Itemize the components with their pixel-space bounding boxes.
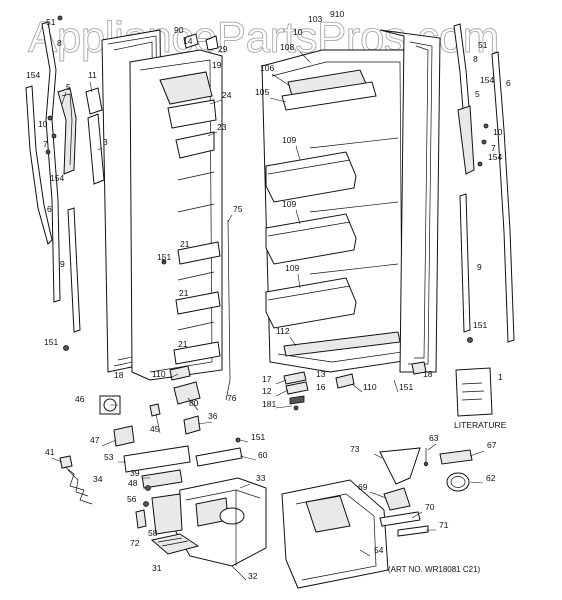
part-callout-c-7b: 7 [491, 143, 496, 153]
part-callout-c-1: 1 [498, 372, 503, 382]
part-callout-c-76: 76 [227, 393, 237, 403]
part-callout-c-151a: 151 [44, 337, 58, 347]
part-callout-c-41: 41 [45, 447, 55, 457]
left-door-trim-strips [25, 15, 105, 351]
part-callout-c-112: 112 [276, 326, 290, 336]
part-callout-c-17: 17 [262, 374, 272, 384]
part-callout-c-67: 67 [487, 440, 497, 450]
part-callout-c-45: 45 [150, 424, 160, 434]
part-callout-c-108: 108 [280, 42, 294, 52]
part-callout-c-5a: 5 [66, 82, 71, 92]
part-callout-c-13: 13 [316, 369, 326, 379]
part-callout-c-109b: 109 [282, 199, 296, 209]
part-callout-c-151e: 151 [251, 432, 265, 442]
part-callout-c-14: 14 [183, 36, 193, 46]
part-callout-c-34: 34 [93, 474, 103, 484]
part-callout-c-154c: 154 [480, 75, 494, 85]
part-callout-c-53: 53 [104, 452, 114, 462]
part-callout-c-154b: 154 [50, 173, 64, 183]
part-callout-c-90: 90 [174, 25, 184, 35]
part-callout-c-31: 31 [152, 563, 162, 573]
part-callout-c-51b: 51 [478, 40, 488, 50]
part-callout-c-60: 60 [258, 450, 268, 460]
part-callout-c-47: 47 [90, 435, 100, 445]
leader-lines [51, 51, 485, 581]
part-callout-c-73: 73 [350, 444, 360, 454]
part-callout-c-70: 70 [425, 502, 435, 512]
part-callout-c-5b: 5 [475, 89, 480, 99]
part-callout-c-110a: 110 [152, 369, 166, 379]
part-callout-c-62: 62 [486, 473, 496, 483]
dispenser-parts [59, 395, 473, 589]
part-callout-c-32: 32 [248, 571, 258, 581]
part-callout-c-10c: 10 [293, 27, 303, 37]
freezer-door-assembly [101, 29, 231, 405]
part-callout-c-10a: 10 [38, 119, 48, 129]
part-callout-c-48: 48 [128, 478, 138, 488]
part-callout-c-10b: 10 [493, 127, 503, 137]
hinge-small-parts [283, 371, 309, 411]
part-callout-c-69: 69 [358, 482, 368, 492]
part-callout-c-21a: 21 [180, 239, 190, 249]
literature-booklet [455, 367, 493, 417]
part-callout-c-18a: 18 [114, 370, 124, 380]
part-callout-c-56: 56 [127, 494, 137, 504]
part-callout-c-151d: 151 [473, 320, 487, 330]
part-callout-c-18b: 18 [423, 369, 433, 379]
part-callout-c-9a: 9 [60, 259, 65, 269]
part-callout-c-9b: 9 [477, 262, 482, 272]
part-callout-c-106: 106 [260, 63, 274, 73]
part-callout-c-8b: 8 [473, 54, 478, 64]
part-callout-c-8a: 8 [57, 38, 62, 48]
part-callout-c-21c: 21 [178, 339, 188, 349]
literature-label: LITERATURE [454, 420, 507, 430]
part-callout-c-33: 33 [256, 473, 266, 483]
part-callout-c-109c: 109 [285, 263, 299, 273]
part-callout-c-12: 12 [262, 386, 272, 396]
part-callout-c-154a: 154 [26, 70, 40, 80]
part-callout-c-71: 71 [439, 520, 449, 530]
part-callout-c-105: 105 [255, 87, 269, 97]
part-callout-c-910: 910 [330, 9, 344, 19]
part-callout-c-63: 63 [429, 433, 439, 443]
fresh-food-door-assembly [261, 29, 441, 389]
part-callout-c-36: 36 [208, 411, 218, 421]
part-callout-c-46: 46 [75, 394, 85, 404]
part-callout-c-16: 16 [316, 382, 326, 392]
part-callout-c-23: 23 [217, 122, 227, 132]
part-callout-c-6b: 6 [506, 78, 511, 88]
part-callout-c-39: 39 [130, 468, 140, 478]
part-callout-c-3: 3 [103, 137, 108, 147]
part-callout-c-7a: 7 [43, 139, 48, 149]
part-callout-c-19: 19 [212, 60, 222, 70]
part-callout-c-72: 72 [130, 538, 140, 548]
part-callout-c-103: 103 [308, 14, 322, 24]
part-callout-c-110b: 110 [363, 382, 377, 392]
part-callout-c-80: 80 [189, 398, 199, 408]
part-callout-c-24: 24 [222, 90, 232, 100]
part-callout-c-54: 54 [374, 545, 384, 555]
part-callout-c-51a: 51 [46, 17, 56, 27]
part-callout-c-29: 29 [218, 44, 228, 54]
right-door-trim-strips [453, 23, 515, 343]
part-callout-c-58: 58 [148, 528, 158, 538]
part-callout-c-75: 75 [233, 204, 243, 214]
part-callout-c-109a: 109 [282, 135, 296, 145]
part-callout-c-6a: 6 [47, 204, 52, 214]
part-callout-c-11: 11 [88, 70, 97, 80]
part-callout-c-181: 181 [262, 399, 276, 409]
part-callout-c-151c: 151 [399, 382, 413, 392]
part-callout-c-151b: 151 [157, 252, 171, 262]
part-callout-c-154d: 154 [488, 152, 502, 162]
art-number: (ART NO. WR18081 C21) [388, 565, 481, 574]
part-callout-c-21b: 21 [179, 288, 189, 298]
